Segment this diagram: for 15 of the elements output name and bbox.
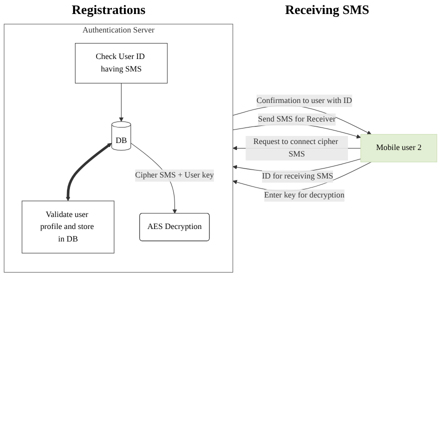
arrow	[66, 142, 112, 202]
edge-label: Cipher SMS + User key	[135, 171, 214, 180]
node-box: Validate user profile and store in DB	[22, 200, 114, 254]
section-heading: Receiving SMS	[285, 2, 370, 18]
edge-label: Enter key for decryption	[264, 190, 344, 200]
edge-label: Send SMS for Receiver	[258, 114, 336, 124]
section-heading: Registrations	[72, 2, 146, 18]
node-box: Check User ID having SMS	[74, 43, 168, 84]
edge-label: Confirmation to user with ID	[256, 96, 352, 105]
arrow	[119, 82, 124, 122]
edge-label: ID for receiving SMS	[262, 172, 334, 181]
arrow	[232, 105, 372, 135]
node-box: Mobile user 2	[360, 134, 438, 162]
arrow	[232, 162, 372, 192]
edge-label: Request to connect cipher SMS	[253, 137, 338, 158]
